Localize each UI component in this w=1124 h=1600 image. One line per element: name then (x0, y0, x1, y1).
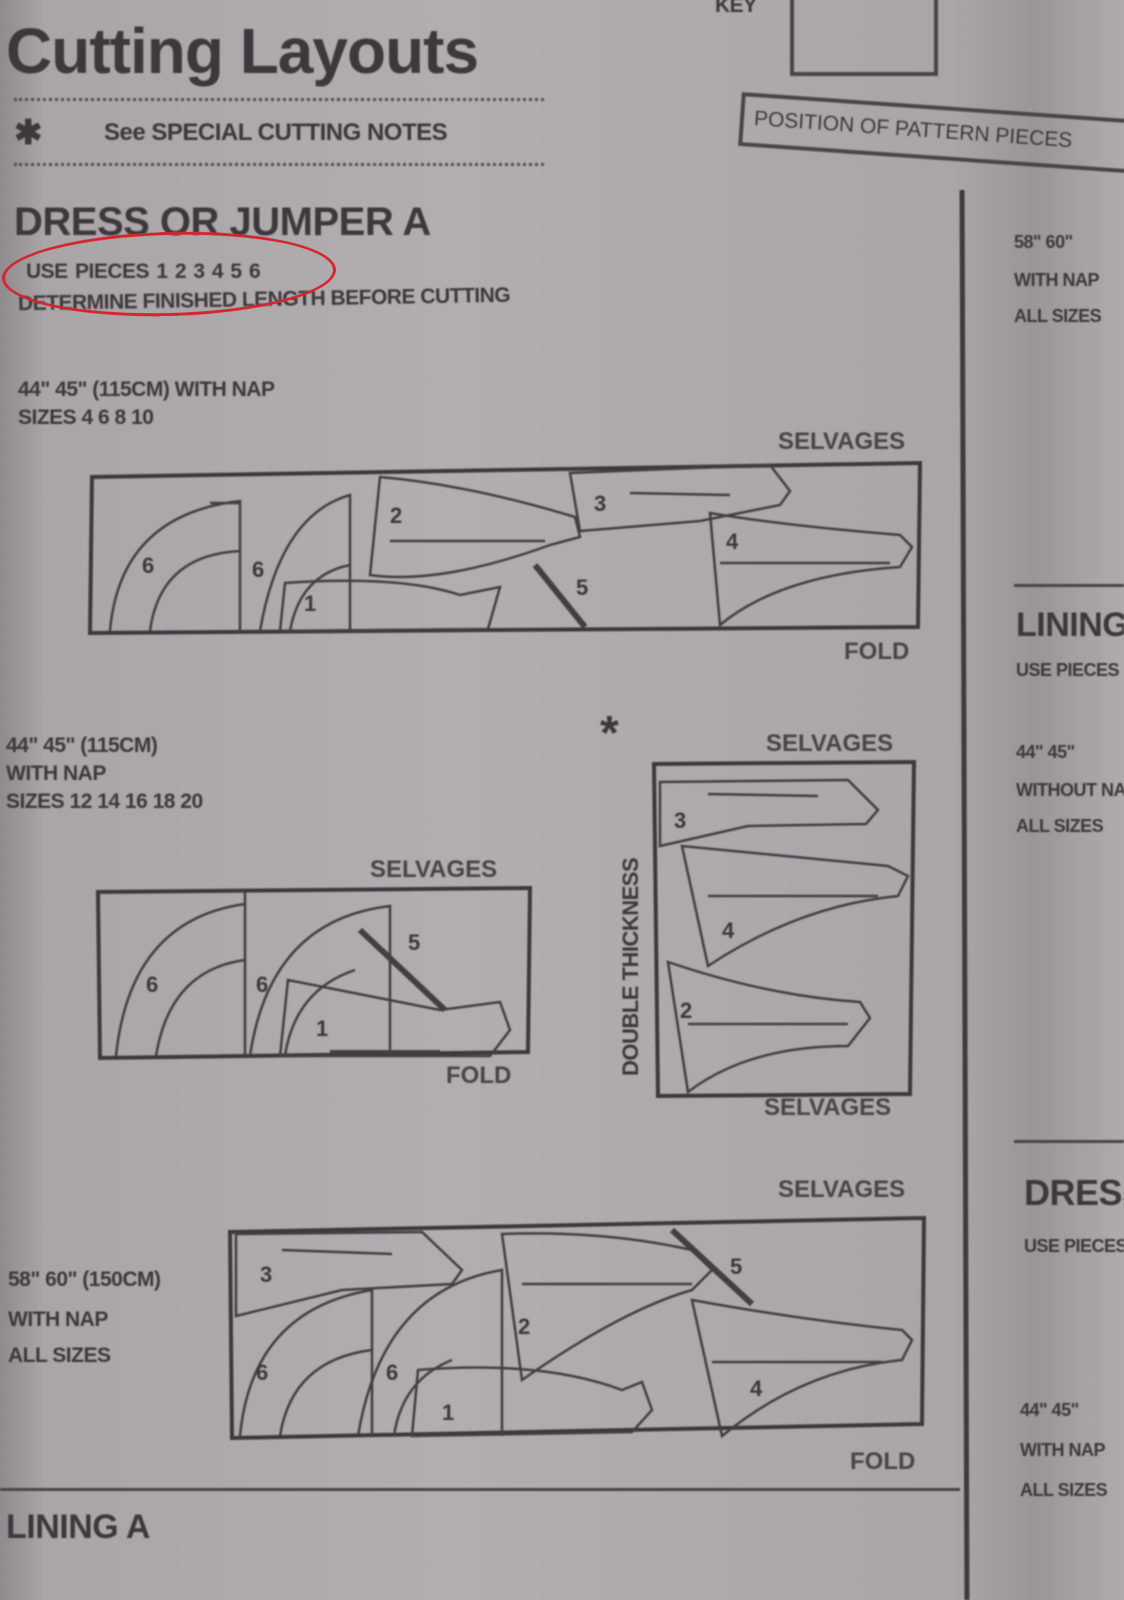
rc-text: 58" 60" (1014, 232, 1073, 252)
special-cutting-asterisk-icon: * (600, 707, 619, 760)
piece-label: 5 (408, 930, 420, 955)
layout2-fold-label: FOLD (446, 1062, 512, 1089)
footer-divider (0, 1488, 960, 1491)
layout1-fabric: 44" 45" (115CM) WITH NAP (18, 378, 275, 401)
piece-label: 3 (594, 491, 606, 516)
rc-text: USE PIECES (1016, 660, 1120, 680)
layout1-sizes: SIZES 4 6 8 10 (18, 406, 154, 429)
layout2-fabric: 44" 45" (115CM) (6, 734, 158, 757)
special-notes-text: See SPECIAL CUTTING NOTES (104, 119, 448, 146)
layout1-selvages-label: SELVAGES (778, 428, 906, 455)
piece-label: 1 (316, 1016, 328, 1041)
rc-text: USE PIECES (1024, 1236, 1124, 1256)
piece-label: 3 (260, 1262, 272, 1287)
piece-label: 2 (390, 503, 402, 528)
layout4-diagram: 3 2 5 6 6 1 4 (227, 1215, 927, 1441)
layout2-diagram: 6 6 5 1 (95, 885, 533, 1061)
piece-label: 6 (146, 972, 158, 997)
rc-text: ALL SIZES (1016, 816, 1104, 836)
rc-text: ALL SIZES (1014, 306, 1102, 326)
lining-title: LINING A (6, 1508, 150, 1546)
column-divider (959, 189, 970, 1600)
layout4-sizes: ALL SIZES (8, 1344, 111, 1367)
rc-heading: DRESS (1024, 1172, 1124, 1213)
piece-label: 2 (518, 1314, 530, 1339)
piece-label: 6 (256, 972, 268, 997)
piece-label: 4 (722, 918, 735, 943)
rc-text: 44" 45" (1016, 742, 1075, 762)
rc-text: 44" 45" (1020, 1400, 1079, 1420)
rc-text: WITH NAP (1014, 270, 1100, 290)
layout3-selvages-top-label: SELVAGES (766, 730, 894, 757)
page-title: Cutting Layouts (6, 15, 479, 87)
key-label: KEY (715, 0, 757, 17)
piece-label: 4 (750, 1376, 763, 1401)
piece-label: 1 (442, 1400, 454, 1425)
double-thickness-label: DOUBLE THICKNESS (618, 857, 643, 1076)
rc-text: WITHOUT NAP (1016, 780, 1124, 800)
rc-text: WITH NAP (1020, 1440, 1106, 1460)
piece-label: 1 (304, 591, 316, 616)
piece-label: 5 (576, 575, 588, 600)
layout4-fabric: 58" 60" (150CM) (8, 1268, 161, 1291)
layout1-diagram: 6 6 1 2 3 5 4 (87, 460, 923, 636)
asterisk-icon: ✱ (14, 114, 43, 152)
right-column: 58" 60" WITH NAP ALL SIZES LINING USE PI… (1010, 0, 1124, 1600)
piece-label: 5 (730, 1254, 742, 1279)
piece-label: 2 (680, 998, 692, 1023)
layout2-nap: WITH NAP (6, 762, 106, 785)
layout3-diagram: 3 4 2 (651, 759, 917, 1099)
key-box (790, 0, 938, 76)
layout4-selvages-label: SELVAGES (778, 1176, 906, 1203)
rc-text: ALL SIZES (1020, 1480, 1108, 1500)
piece-label: 6 (386, 1360, 398, 1385)
piece-label: 6 (252, 557, 264, 582)
layout3-selvages-bottom-label: SELVAGES (764, 1094, 892, 1121)
rc-heading: LINING (1016, 606, 1124, 644)
layout2-selvages-label: SELVAGES (370, 856, 498, 883)
piece-label: 4 (726, 529, 739, 554)
piece-label: 6 (142, 553, 154, 578)
layout4-fold-label: FOLD (850, 1448, 916, 1475)
special-notes-box: ✱ See SPECIAL CUTTING NOTES (14, 98, 544, 166)
section-title: DRESS OR JUMPER A (14, 200, 431, 244)
piece-label: 3 (674, 808, 686, 833)
piece-label: 6 (256, 1360, 268, 1385)
layout2-sizes: SIZES 12 14 16 18 20 (6, 790, 203, 813)
layout1-fold-label: FOLD (844, 638, 910, 665)
layout4-nap: WITH NAP (8, 1308, 108, 1331)
use-pieces: USE PIECES 1 2 3 4 5 6 (26, 260, 261, 283)
